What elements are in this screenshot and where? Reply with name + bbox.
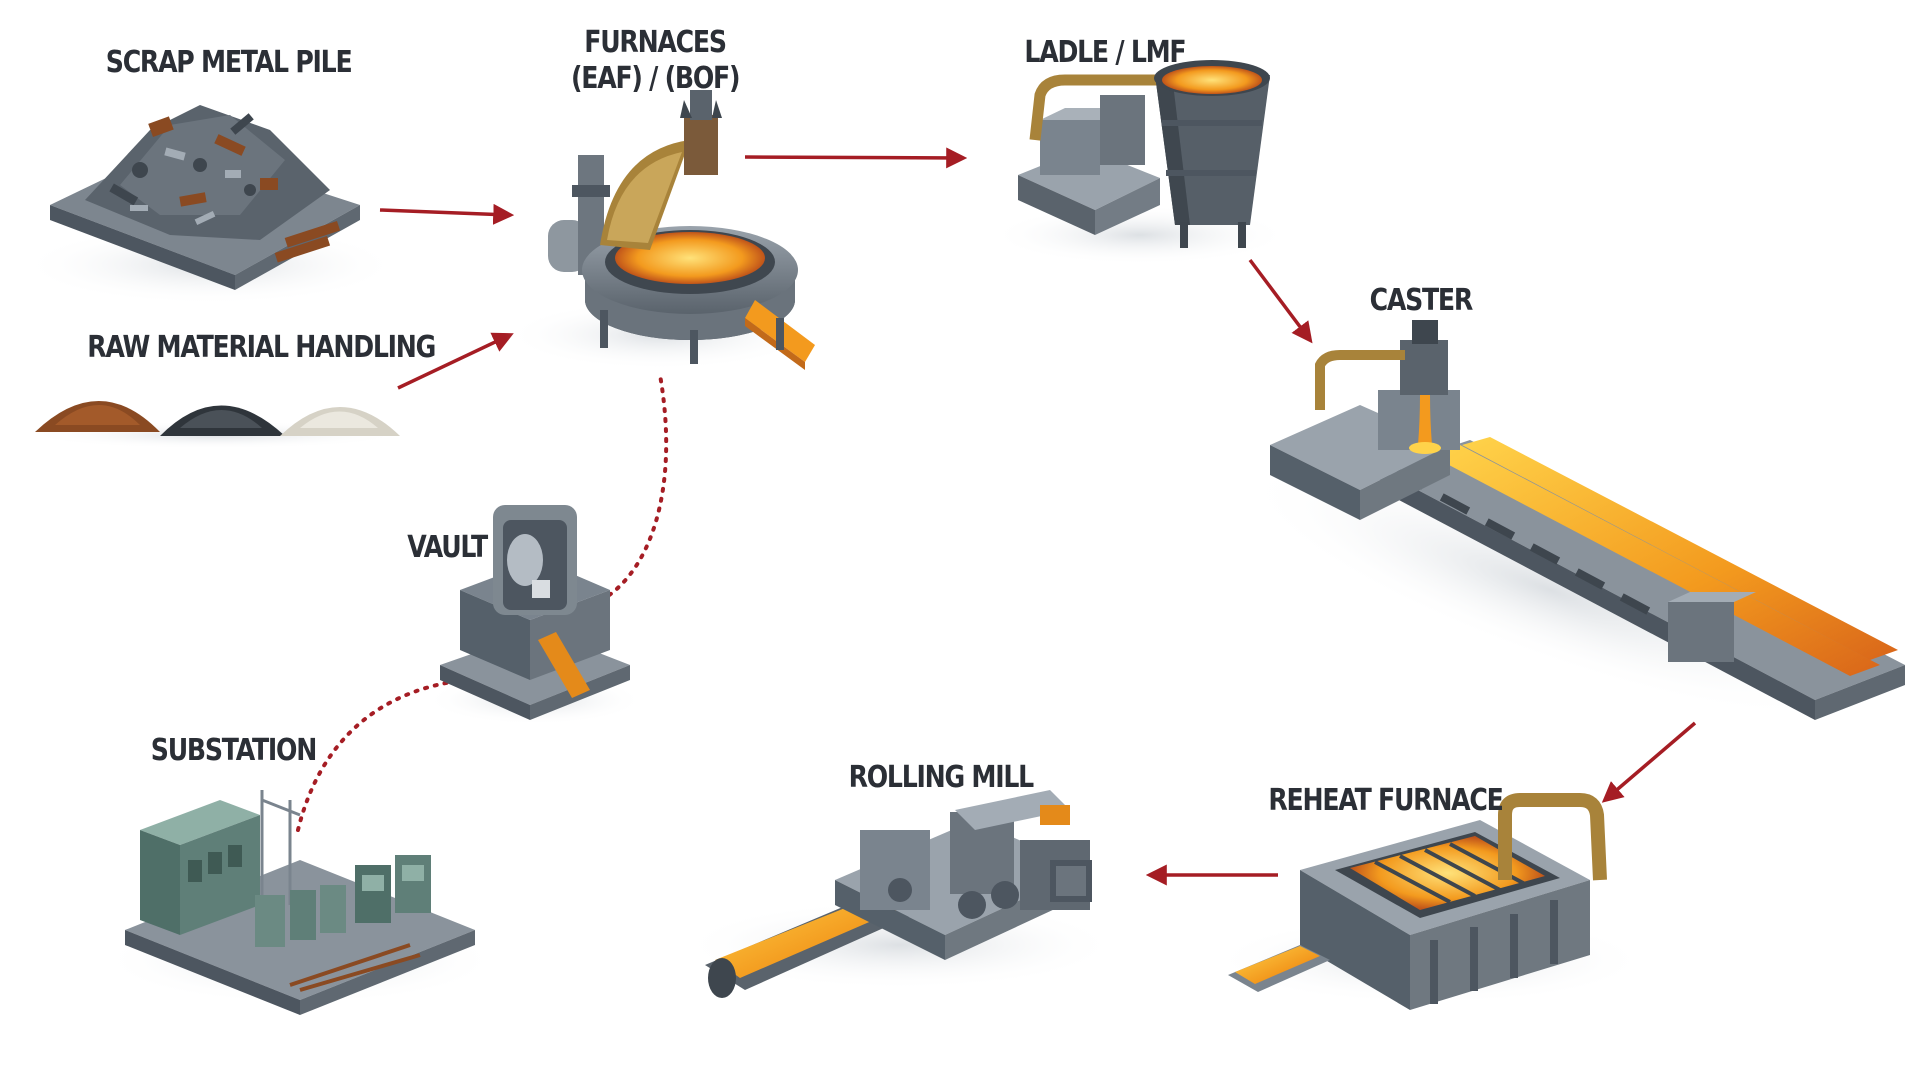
arrow-caster-to-reheat (1601, 721, 1697, 803)
furnaces-label-line2: (EAF) / (BOF) (571, 61, 740, 96)
ladle-icon (990, 60, 1290, 265)
caster-icon (1238, 320, 1905, 721)
ladle-lmf-label: LADLE / LMF (1024, 35, 1186, 70)
vault-icon (425, 505, 645, 725)
arrow-furnaces-to-ladle (744, 147, 968, 169)
power-link-vault-to-furnaces (590, 373, 669, 607)
caster-label: CASTER (1369, 283, 1474, 318)
ore-piles-icon (25, 401, 405, 449)
scrap-pile-icon (20, 105, 400, 305)
scrap-metal-pile-label: SCRAP METAL PILE (105, 45, 353, 80)
substation-label: SUBSTATION (150, 733, 317, 768)
vault-label: VAULT (407, 530, 488, 565)
reheat-furnace-icon (1210, 793, 1650, 1010)
reheat-furnace-label: REHEAT FURNACE (1268, 783, 1503, 818)
rolling-mill-label: ROLLING MILL (848, 760, 1035, 795)
arrow-ladle-to-caster (1248, 258, 1313, 344)
furnaces-label: FURNACES (EAF) / (BOF) (571, 25, 740, 97)
power-link-substation-to-vault (296, 678, 467, 832)
arrow-raw-to-furnaces (397, 332, 514, 390)
furnaces-label-line1: FURNACES (584, 25, 727, 60)
furnace-icon (505, 90, 815, 370)
power-links (296, 373, 669, 832)
raw-material-handling-label: RAW MATERIAL HANDLING (87, 330, 436, 365)
arrow-scrap-to-furnaces (379, 203, 515, 225)
rolling-mill-icon (680, 790, 1120, 998)
flow-arrows (379, 147, 1697, 886)
substation-icon (100, 790, 500, 1015)
